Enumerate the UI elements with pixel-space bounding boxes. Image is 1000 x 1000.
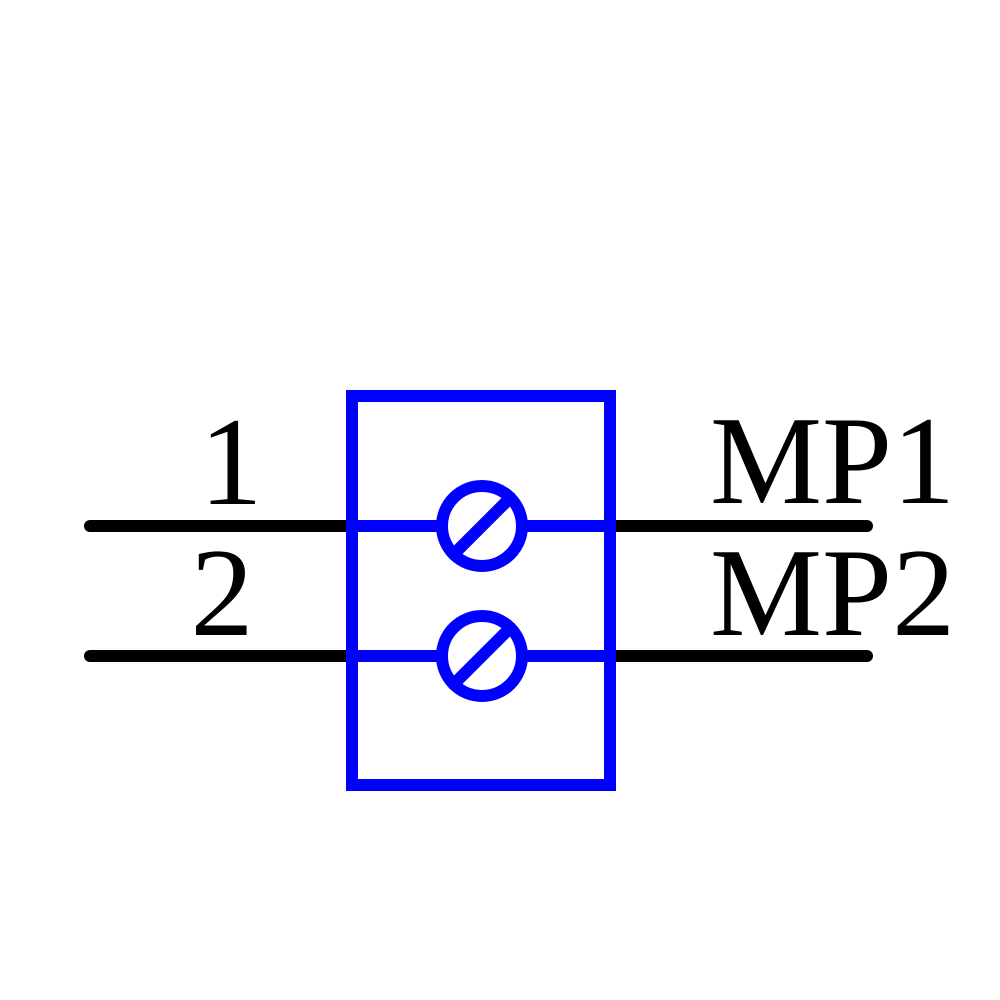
- pin2-label: MP2: [710, 524, 955, 663]
- pin1-number: 1: [200, 393, 263, 532]
- terminal-block-body: [346, 390, 616, 791]
- pin2-number: 2: [191, 524, 254, 663]
- screw-terminal-2-slot-icon: [447, 621, 517, 691]
- screw-terminal-1-slot-icon: [447, 491, 517, 561]
- pin1-label: MP1: [710, 392, 955, 531]
